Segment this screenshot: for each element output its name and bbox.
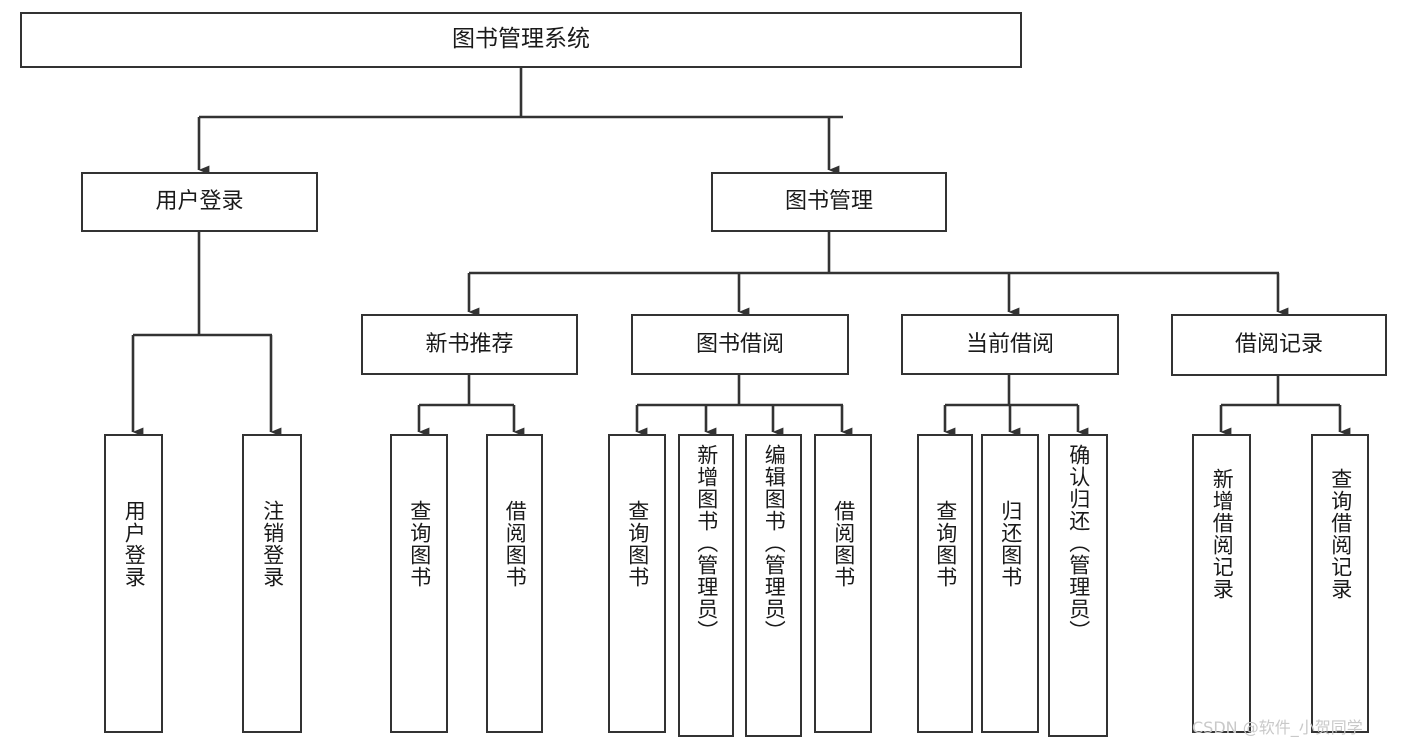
node-label: 编辑图书（管理员） — [762, 444, 787, 642]
node-label: 确认归还（管理员） — [1066, 444, 1091, 642]
node-new-book-recommend[interactable]: 新书推荐 — [361, 314, 578, 375]
node-label: 新增图书（管理员） — [694, 444, 719, 642]
node-leaf-edit-book-admin[interactable]: 编辑图书（管理员） — [745, 434, 802, 737]
node-label: 图书管理系统 — [452, 26, 590, 53]
node-label: 图书管理 — [784, 189, 873, 215]
node-label: 新增借阅记录 — [1210, 468, 1235, 600]
node-root-system[interactable]: 图书管理系统 — [20, 12, 1022, 68]
node-leaf-logout-login[interactable]: 注销登录 — [242, 434, 302, 733]
node-label: 查询图书 — [933, 500, 958, 588]
node-label: 查询图书 — [625, 500, 650, 588]
node-label: 用户登录 — [155, 189, 244, 215]
node-borrow-record[interactable]: 借阅记录 — [1171, 314, 1387, 376]
node-label: 新书推荐 — [425, 331, 514, 357]
node-label: 查询图书 — [407, 500, 432, 588]
node-label: 借阅图书 — [831, 500, 856, 588]
node-leaf-borrow-book-2[interactable]: 借阅图书 — [814, 434, 872, 733]
node-leaf-query-book-1[interactable]: 查询图书 — [390, 434, 448, 733]
node-book-manage[interactable]: 图书管理 — [711, 172, 947, 232]
node-book-borrow[interactable]: 图书借阅 — [631, 314, 849, 375]
node-label: 当前借阅 — [965, 331, 1054, 357]
node-user-login[interactable]: 用户登录 — [81, 172, 318, 232]
node-label: 借阅记录 — [1234, 332, 1323, 358]
node-leaf-query-borrow-record[interactable]: 查询借阅记录 — [1311, 434, 1369, 733]
node-label: 注销登录 — [260, 500, 285, 588]
node-label: 用户登录 — [122, 500, 147, 588]
node-label: 借阅图书 — [503, 500, 528, 588]
node-leaf-return-book[interactable]: 归还图书 — [981, 434, 1039, 733]
node-current-borrow[interactable]: 当前借阅 — [901, 314, 1119, 375]
node-label: 归还图书 — [998, 500, 1023, 588]
node-leaf-borrow-book-1[interactable]: 借阅图书 — [486, 434, 543, 733]
node-label: 图书借阅 — [695, 331, 784, 357]
node-leaf-user-login[interactable]: 用户登录 — [104, 434, 163, 733]
node-leaf-query-book-3[interactable]: 查询图书 — [917, 434, 973, 733]
node-leaf-query-book-2[interactable]: 查询图书 — [608, 434, 666, 733]
csdn-watermark: CSDN @软件_小贺同学 — [1192, 718, 1363, 737]
node-label: 查询借阅记录 — [1328, 468, 1353, 600]
node-leaf-confirm-return-admin[interactable]: 确认归还（管理员） — [1048, 434, 1108, 737]
node-leaf-add-borrow-record[interactable]: 新增借阅记录 — [1192, 434, 1251, 733]
node-leaf-add-book-admin[interactable]: 新增图书（管理员） — [678, 434, 734, 737]
